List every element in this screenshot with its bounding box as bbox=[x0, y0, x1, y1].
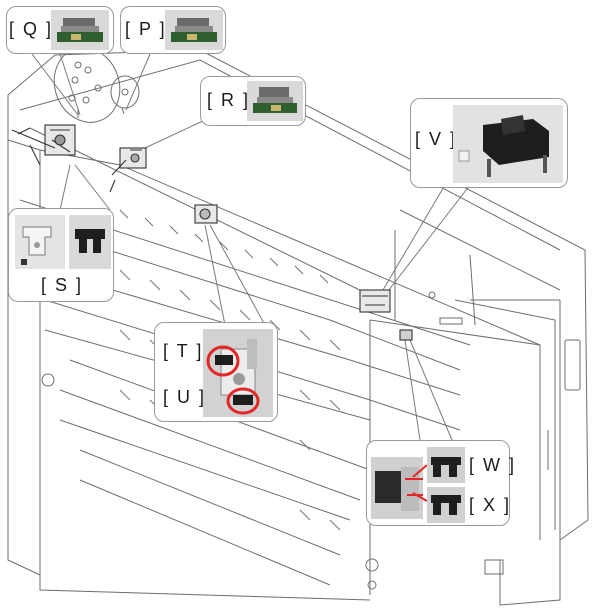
component-q-s-assembly bbox=[11, 124, 76, 166]
callout-q: [ Q ] bbox=[6, 6, 114, 54]
photo-w-x-context bbox=[371, 457, 423, 519]
callout-v: [ V ] bbox=[410, 98, 568, 188]
callout-t-u: [ T ] [ U ] bbox=[154, 322, 278, 422]
paddle-unit-icon bbox=[458, 115, 549, 177]
photo-v bbox=[453, 105, 563, 183]
label-v: [ V ] bbox=[415, 129, 458, 149]
photo-sensor-icon bbox=[431, 457, 461, 477]
photo-sensor-icon bbox=[75, 229, 105, 253]
photo-sensor-icon bbox=[431, 495, 461, 515]
casters bbox=[41, 373, 504, 590]
sensor-bracket-icon bbox=[171, 18, 217, 42]
label-s: [ S ] bbox=[41, 275, 84, 295]
callout-p: [ P ] bbox=[120, 6, 226, 54]
bracket-icon bbox=[21, 226, 52, 265]
paddle-discs bbox=[53, 47, 140, 123]
component-t-u-assembly bbox=[194, 204, 218, 224]
label-x: [ X ] bbox=[469, 495, 512, 515]
callout-s: [ S ] bbox=[8, 208, 114, 302]
label-u: [ U ] bbox=[163, 387, 207, 407]
callout-r: [ R ] bbox=[200, 76, 306, 126]
component-p-assembly bbox=[109, 147, 147, 193]
photo-p bbox=[165, 10, 223, 50]
label-t: [ T ] bbox=[163, 341, 204, 361]
photo-s-bracket bbox=[15, 215, 65, 269]
photo-q bbox=[51, 10, 109, 50]
highlight-circle-icon bbox=[206, 345, 260, 415]
sensor-bracket-icon bbox=[253, 87, 297, 113]
label-p: [ P ] bbox=[125, 19, 167, 39]
sensor-bracket-icon bbox=[57, 18, 103, 42]
label-q: [ Q ] bbox=[9, 19, 54, 39]
label-r: [ R ] bbox=[207, 90, 251, 110]
sensor-location-icon bbox=[375, 467, 423, 511]
callout-w-x: [ W ] [ X ] bbox=[366, 440, 514, 526]
photo-x bbox=[427, 487, 465, 523]
photo-r bbox=[247, 81, 303, 121]
component-v-assembly bbox=[359, 289, 391, 313]
label-w: [ W ] bbox=[469, 455, 516, 475]
photo-w bbox=[427, 447, 465, 483]
photo-s-sensor bbox=[69, 215, 111, 269]
component-w-x-assembly bbox=[399, 329, 413, 341]
arrow-icon bbox=[412, 464, 428, 502]
photo-t-u bbox=[203, 329, 273, 417]
